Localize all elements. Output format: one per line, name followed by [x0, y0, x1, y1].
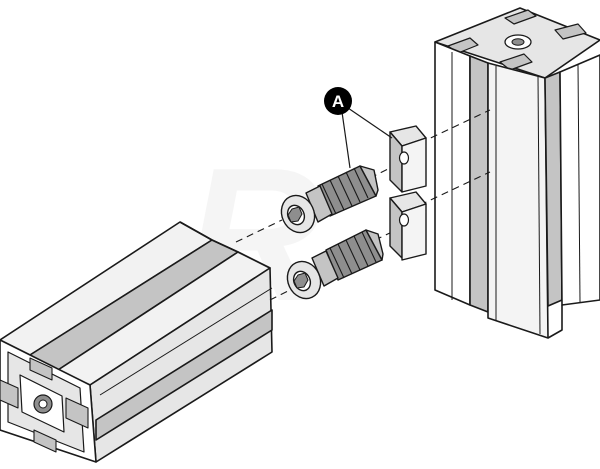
- horizontal-extrusion-profile: [0, 221, 273, 463]
- assembly-guide-lines: [235, 109, 491, 301]
- lower-t-slot-nut: [389, 191, 427, 261]
- upper-connector-screw: [280, 165, 379, 234]
- callout-a: A: [324, 87, 393, 169]
- callout-leader-line: [341, 111, 351, 169]
- upper-t-slot-nut: [389, 125, 427, 193]
- callout-leader-line: [347, 107, 393, 139]
- callout-label: A: [332, 92, 344, 111]
- lower-connector-screw: [286, 229, 384, 300]
- callout-badge: [324, 87, 352, 115]
- vertical-extrusion-profile: [434, 7, 600, 339]
